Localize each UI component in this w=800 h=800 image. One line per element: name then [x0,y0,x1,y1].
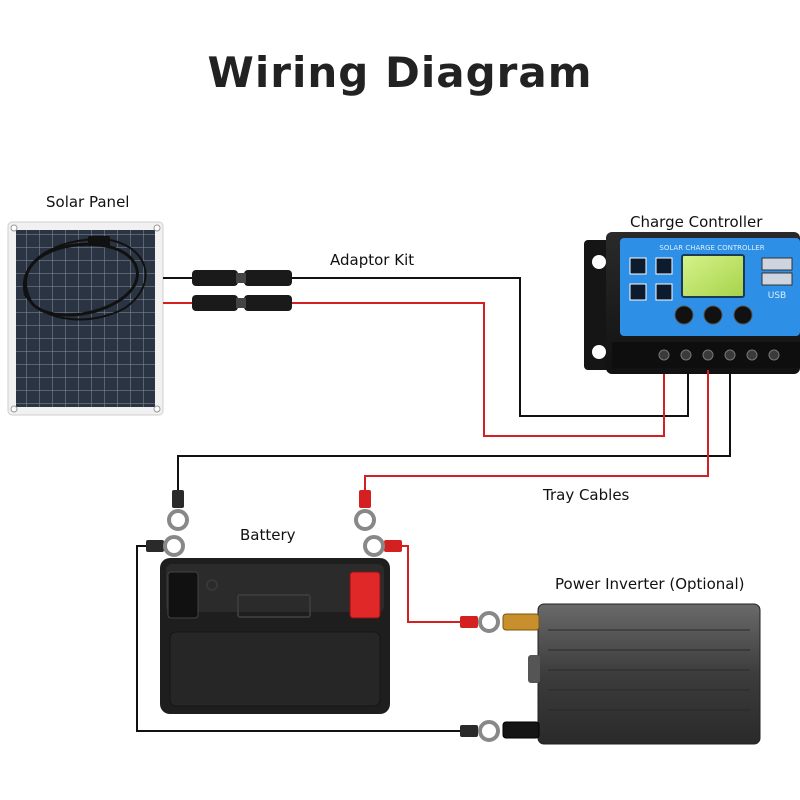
controller-button-middle [703,305,723,325]
charge-controller-label: Charge Controller [630,213,763,231]
controller-button-right [733,305,753,325]
tray-cables-label: Tray Cables [543,486,630,504]
solar-panel [7,221,164,416]
adaptor-kit-label: Adaptor Kit [330,251,415,269]
charge-controller: SOLAR CHARGE CONTROLLER USB [584,232,800,374]
battery [160,558,390,714]
diagram-title: Wiring Diagram [207,48,593,97]
tray-cables [167,370,731,531]
inverter-positive-terminal [502,613,540,631]
power-inverter [502,603,761,745]
controller-faceplate-text: SOLAR CHARGE CONTROLLER [659,244,764,252]
battery-positive-terminal [349,571,381,619]
adaptor-kit [163,270,689,437]
solar-panel-label: Solar Panel [46,193,130,211]
power-inverter-label: Power Inverter (Optional) [555,575,745,593]
controller-lcd-screen [681,254,745,298]
mc4-connector-positive [192,295,292,311]
inverter-negative-terminal [502,721,540,739]
mc4-connector-negative [192,270,292,286]
battery-negative-terminal [167,571,199,619]
usb-label: USB [768,291,786,301]
controller-button-left [674,305,694,325]
inverter-cables [136,535,500,742]
battery-label: Battery [240,526,296,544]
